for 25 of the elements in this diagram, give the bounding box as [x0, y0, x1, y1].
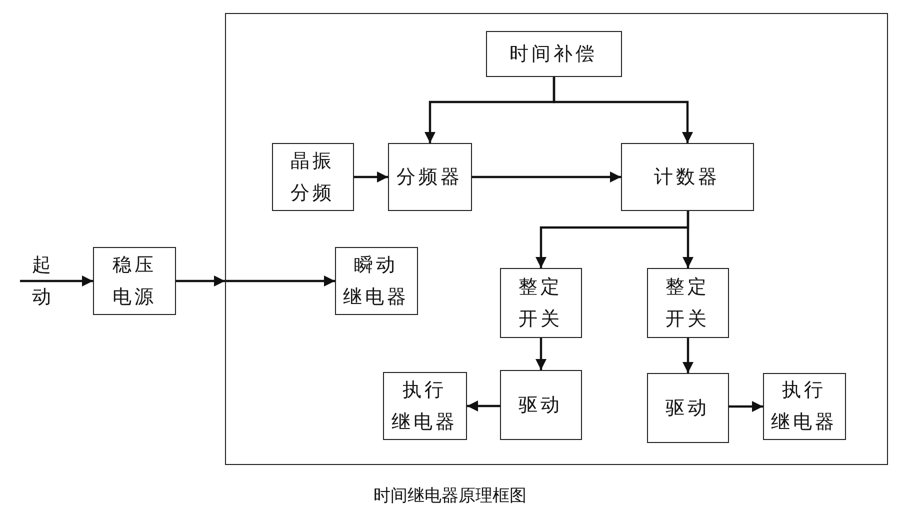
- arrow: [536, 338, 546, 370]
- process-box: 执行继电器: [762, 372, 846, 440]
- process-box: 驱动: [646, 372, 728, 442]
- arrow: [467, 400, 500, 412]
- process-box: 整定开关: [646, 268, 728, 338]
- process-box: 瞬动继电器: [334, 246, 418, 314]
- arrow: [682, 338, 694, 373]
- frame-box: [225, 13, 888, 465]
- process-box: 驱动: [500, 370, 582, 440]
- process-box: 晶振分频: [272, 142, 354, 210]
- arrow: [176, 276, 335, 286]
- edge-label: 起动: [31, 253, 52, 310]
- arrow: [472, 172, 621, 182]
- process-box: 计数器: [620, 142, 754, 210]
- caption: 时间继电器原理框图: [374, 485, 526, 507]
- process-box: 稳压电源: [93, 247, 176, 315]
- arrow: [682, 211, 694, 268]
- arrow: [552, 77, 693, 143]
- process-box: 整定开关: [500, 268, 582, 338]
- process-box: 分频器: [388, 142, 472, 210]
- arrow: [20, 276, 93, 286]
- arrow: [354, 172, 388, 182]
- arrow: [729, 401, 763, 412]
- process-box: 执行继电器: [382, 372, 466, 440]
- process-box: 时间补偿: [486, 30, 622, 76]
